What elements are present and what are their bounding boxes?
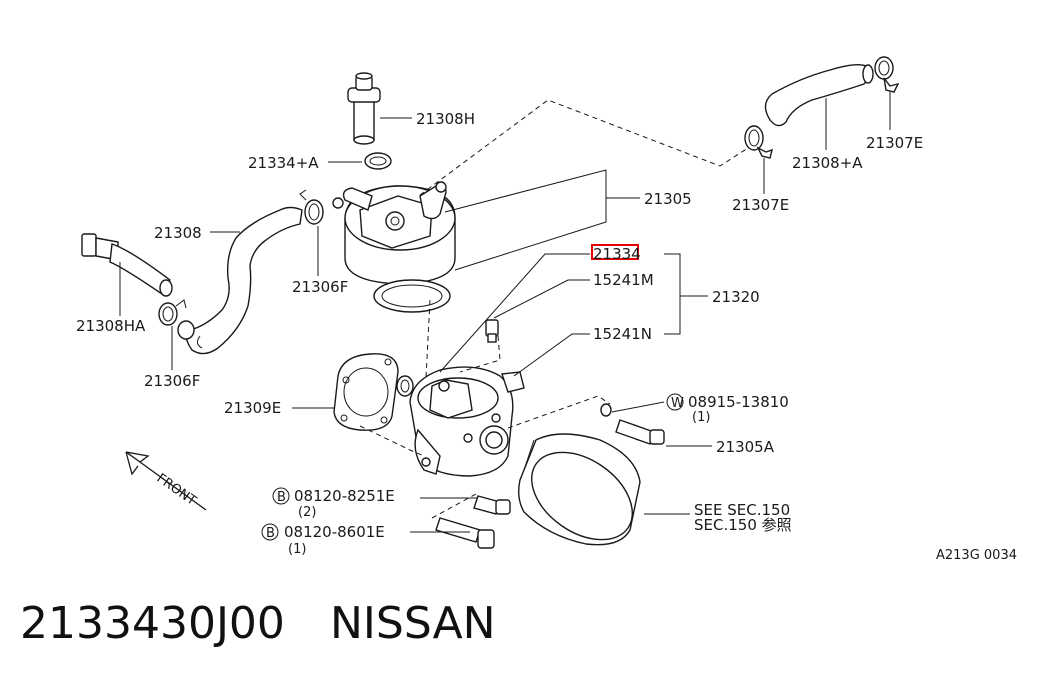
label-21334[interactable]: 21334 [593, 245, 641, 263]
label-08120-8251e-qty: (2) [298, 505, 316, 520]
badge-b1-circle [272, 487, 290, 505]
label-21305a[interactable]: 21305A [716, 438, 775, 456]
gasket-21309e[interactable] [333, 353, 399, 431]
plug-15241m[interactable] [485, 319, 499, 343]
badge-w: W [671, 396, 684, 411]
badge-b1: B [277, 490, 286, 505]
label-sec-150-jp: SEC.150 参照 [694, 516, 792, 534]
label-21334a[interactable]: 21334+A [248, 154, 319, 172]
label-21306f-top[interactable]: 21306F [292, 278, 348, 296]
hose-21308[interactable] [185, 206, 303, 355]
badge-w-circle [666, 393, 684, 411]
clamp-21306f-bottom[interactable] [158, 299, 195, 340]
label-21320[interactable]: 21320 [712, 288, 760, 306]
o-ring-21334a[interactable] [364, 152, 392, 170]
drawing-reference: A213G 0034 [936, 548, 1017, 563]
label-21305[interactable]: 21305 [644, 190, 692, 208]
label-21308a[interactable]: 21308+A [792, 154, 863, 172]
label-15241m[interactable]: 15241M [593, 271, 654, 289]
oil-cooler-21305[interactable] [332, 181, 456, 285]
label-21307e-mid[interactable]: 21307E [732, 196, 789, 214]
plug-15241n[interactable] [501, 371, 525, 393]
washer-08915[interactable] [600, 403, 612, 417]
label-21307e-right[interactable]: 21307E [866, 134, 923, 152]
label-21308[interactable]: 21308 [154, 224, 202, 242]
label-15241n[interactable]: 15241N [593, 325, 652, 343]
label-08120-8601e-qty: (1) [288, 542, 306, 557]
oil-filter[interactable] [515, 433, 648, 558]
badge-b2-circle [261, 523, 279, 541]
label-08120-8251e[interactable]: 08120-8251E [294, 487, 395, 505]
oil-filter-bracket[interactable] [409, 366, 514, 477]
front-arrow-icon [125, 451, 207, 511]
label-08915-qty: (1) [692, 410, 710, 425]
label-see-sec-150[interactable]: SEE SEC.150 [694, 501, 790, 519]
label-21308ha[interactable]: 21308HA [76, 317, 146, 335]
o-ring-bracket [396, 375, 414, 397]
label-21308h[interactable]: 21308H [416, 110, 475, 128]
label-front: FRONT [154, 471, 199, 509]
clamp-21307e-mid[interactable] [744, 125, 773, 159]
bolt-21305a[interactable] [615, 419, 665, 445]
clamp-21306f-top[interactable] [299, 189, 324, 225]
clamp-21307e-right[interactable] [874, 56, 900, 93]
fitting-21308ha[interactable] [81, 233, 173, 297]
label-21309e[interactable]: 21309E [224, 399, 281, 417]
label-21306f-bottom[interactable]: 21306F [144, 372, 200, 390]
highlight-box [591, 244, 639, 260]
label-08120-8601e[interactable]: 08120-8601E [284, 523, 385, 541]
label-08915[interactable]: 08915-13810 [688, 393, 789, 411]
gasket-ring [373, 279, 451, 313]
footer-part-number: 2133430J00 [20, 598, 285, 649]
hose-21308a[interactable] [764, 63, 874, 127]
badge-b2: B [266, 526, 275, 541]
bolt-08120-8251e[interactable] [473, 495, 511, 515]
footer-brand: NISSAN [330, 598, 496, 649]
filler-cap-21308h[interactable] [347, 72, 381, 145]
bolt-08120-8601e[interactable] [435, 517, 495, 549]
